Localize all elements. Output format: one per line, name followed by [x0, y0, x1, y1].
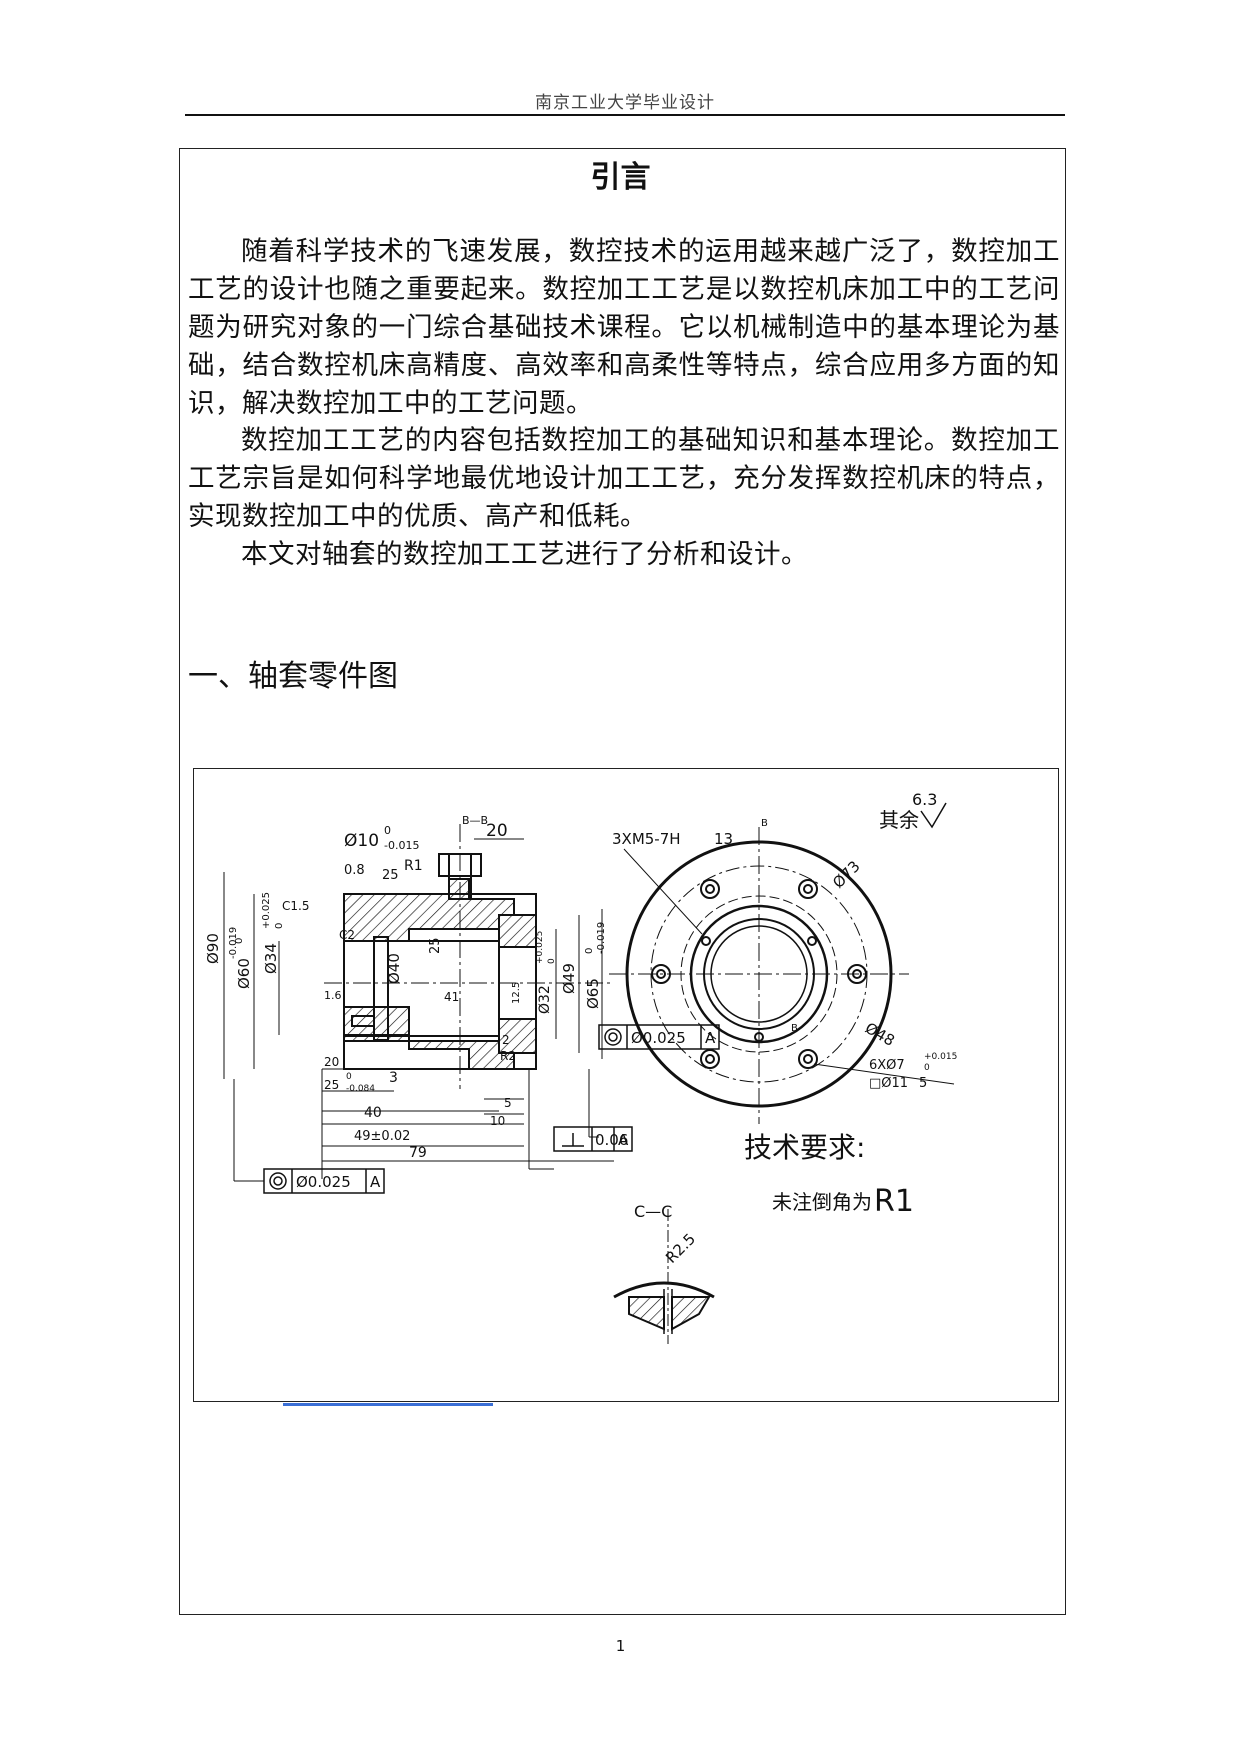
b-mark-top: B — [761, 818, 768, 829]
part-drawing: B—B Ø10 0 -0.015 20 R1 0.8 25 C1.5 C2 Ø9… — [193, 768, 1059, 1402]
section-heading: 一、轴套零件图 — [188, 659, 398, 694]
d34-tol-lower: 0 — [274, 923, 285, 929]
dim-25-top: 25 — [382, 868, 399, 883]
b-mark-bottom: B — [791, 1023, 798, 1034]
d60-dimension: Ø60 — [235, 958, 253, 989]
dimension-lines — [223, 838, 614, 1182]
d40-dimension: Ø40 — [385, 953, 403, 984]
d65-tol-lower: -0.019 — [596, 922, 607, 954]
other-rough-value: 6.3 — [912, 790, 937, 809]
d32-dimension: Ø32 — [537, 985, 553, 1014]
tech-req-r1: R1 — [874, 1184, 914, 1219]
intro-paragraph-1: 随着科学技术的飞速发展，数控技术的运用越来越广泛了，数控加工工艺的设计也随之重要… — [188, 236, 1060, 419]
c2-label: C2 — [339, 928, 355, 942]
end-view — [609, 827, 955, 1124]
header-rule — [185, 114, 1065, 116]
tol-perp-datum: A — [618, 1131, 629, 1149]
section-bb-label: B—B — [462, 814, 488, 827]
d25-tol-upper: 0 — [346, 1072, 352, 1082]
c15-label: C1.5 — [282, 899, 309, 913]
counterbore-label: □Ø11 — [869, 1076, 908, 1091]
d60-tol-lower: -0.019 — [228, 927, 239, 959]
holes-tol-upper: +0.015 — [924, 1052, 957, 1062]
thread-label: 3XM5-7H — [612, 830, 681, 848]
dim-41: 41 — [444, 990, 459, 1004]
dim-2: 2 — [502, 1033, 510, 1047]
tol-coax-1-value: Ø0.025 — [296, 1173, 351, 1191]
dim-25-bottom: 25 — [324, 1078, 339, 1092]
dim-25-mid: 25 — [428, 937, 443, 954]
d90-dimension: Ø90 — [204, 933, 222, 964]
d10-tol-lower: -0.015 — [384, 839, 419, 852]
dim-10: 10 — [490, 1114, 505, 1128]
d34-tol-upper: +0.025 — [261, 892, 272, 929]
dim-20-top: 20 — [486, 821, 508, 841]
dim-5: 5 — [504, 1096, 512, 1110]
intro-paragraph-3: 本文对轴套的数控加工工艺进行了分析和设计。 — [241, 539, 808, 570]
d34-dimension: Ø34 — [262, 943, 280, 974]
dim-40: 40 — [364, 1105, 382, 1121]
counterbore-depth: 5 — [919, 1076, 927, 1091]
rough-16-label: 1.6 — [324, 989, 342, 1002]
page-title: 引言 — [590, 160, 651, 195]
tol-coax-2-value: Ø0.025 — [631, 1029, 686, 1047]
page-number: 1 — [615, 1637, 626, 1655]
tol-coax-2-datum: A — [705, 1029, 716, 1047]
bushing-drawing-svg: B—B Ø10 0 -0.015 20 R1 0.8 25 C1.5 C2 Ø9… — [204, 790, 957, 1344]
intro-paragraph-2: 数控加工工艺的内容包括数控加工的基础知识和基本理论。数控加工工艺宗旨是如何科学地… — [188, 425, 1060, 532]
section-cc-label: C—C — [634, 1202, 672, 1221]
r2-label: R2 — [500, 1049, 516, 1063]
r1-label: R1 — [404, 858, 423, 874]
section-c-view — [613, 1209, 715, 1344]
holes-label: 6XØ7 — [869, 1058, 905, 1073]
blue-underline — [283, 1403, 493, 1406]
d48-dimension: Ø48 — [862, 1019, 898, 1050]
d25-tol-lower: -0.084 — [346, 1084, 375, 1094]
dim-79: 79 — [409, 1145, 427, 1161]
dim-20-bottom: 20 — [324, 1055, 339, 1069]
page-header: 南京工业大学毕业设计 — [535, 93, 715, 113]
rough-125: 12.5 — [511, 982, 522, 1004]
d32-tol-upper: +0.025 — [535, 931, 545, 964]
dim-49: 49±0.02 — [354, 1129, 410, 1144]
tol-coax-1-datum: A — [370, 1173, 381, 1191]
d60-tol-upper: 0 — [234, 938, 245, 944]
d65-tol-upper: 0 — [584, 948, 595, 954]
tech-req-title: 技术要求: — [744, 1131, 865, 1164]
holes-tol-lower: 0 — [924, 1063, 930, 1073]
content-frame — [179, 148, 1066, 1615]
rough-08: 0.8 — [344, 863, 365, 878]
dim-3: 3 — [389, 1070, 398, 1086]
tech-req-text: 未注倒角为 — [772, 1190, 872, 1214]
d10-dimension: Ø10 — [344, 831, 379, 851]
d10-tol-upper: 0 — [384, 824, 391, 837]
roughness-symbol — [920, 802, 947, 829]
other-rough-label: 其余 — [879, 808, 919, 832]
thread-depth: 13 — [714, 830, 733, 848]
d65-dimension: Ø65 — [584, 978, 602, 1009]
d49-dimension: Ø49 — [560, 963, 578, 994]
section-view — [324, 824, 614, 1089]
tol-perp-value: 0.06 — [595, 1131, 628, 1149]
d32-tol-lower: 0 — [547, 958, 557, 964]
tolerance-frames — [263, 1024, 720, 1194]
